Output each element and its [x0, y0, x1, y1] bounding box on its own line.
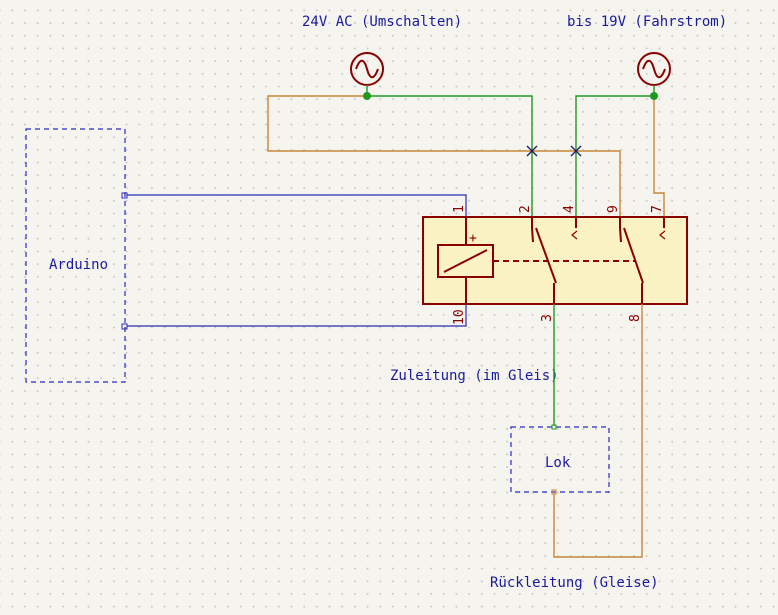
junction-dot [363, 92, 371, 100]
ac-source-fahrstrom[interactable] [637, 52, 671, 86]
pin-10-label: 10 [452, 309, 467, 325]
relay-contact-1 [535, 227, 557, 284]
sine-wave-icon [642, 59, 666, 79]
pin-2-label: 2 [518, 205, 533, 213]
lok-label: Lok [545, 455, 571, 471]
relay-component[interactable]: + 1 2 4 9 7 10 3 8 [422, 205, 688, 325]
ac-source-umschalten[interactable] [350, 52, 384, 86]
wire-orange-rueckleitung[interactable] [553, 304, 643, 558]
lok-pin-top[interactable] [551, 424, 557, 430]
rueckleitung-label: Rückleitung (Gleise) [490, 575, 659, 591]
wire-orange-ac-return[interactable] [267, 95, 621, 228]
wire-blue-coil-minus[interactable] [127, 294, 467, 327]
wire-crossing-marker [526, 145, 538, 157]
lok-block[interactable] [510, 426, 610, 493]
pin-3-label: 3 [540, 314, 555, 322]
pin-4-label: 4 [562, 205, 577, 213]
source-fahrstrom-label: bis 19V (Fahrstrom) [567, 14, 727, 30]
junction-dot [650, 92, 658, 100]
relay-contact-2 [623, 227, 644, 284]
pin-8-label: 8 [628, 314, 643, 322]
arduino-label: Arduino [49, 257, 108, 273]
pin-7-label: 7 [650, 205, 665, 213]
wire-green-fahrstrom[interactable] [575, 85, 655, 228]
arduino-block[interactable] [25, 128, 126, 383]
pin-9-label: 9 [606, 205, 621, 213]
wire-green-ac[interactable] [366, 85, 533, 228]
coil-plus-label: + [469, 231, 477, 246]
pin-1-label: 1 [452, 205, 467, 213]
sine-wave-icon [355, 59, 379, 79]
wire-crossing-marker [570, 145, 582, 157]
wire-blue-coil-plus[interactable] [127, 194, 467, 228]
zuleitung-label: Zuleitung (im Gleis) [390, 368, 559, 384]
wire-orange-fahrstrom-return[interactable] [653, 96, 665, 228]
source-ac-label: 24V AC (Umschalten) [302, 14, 462, 30]
